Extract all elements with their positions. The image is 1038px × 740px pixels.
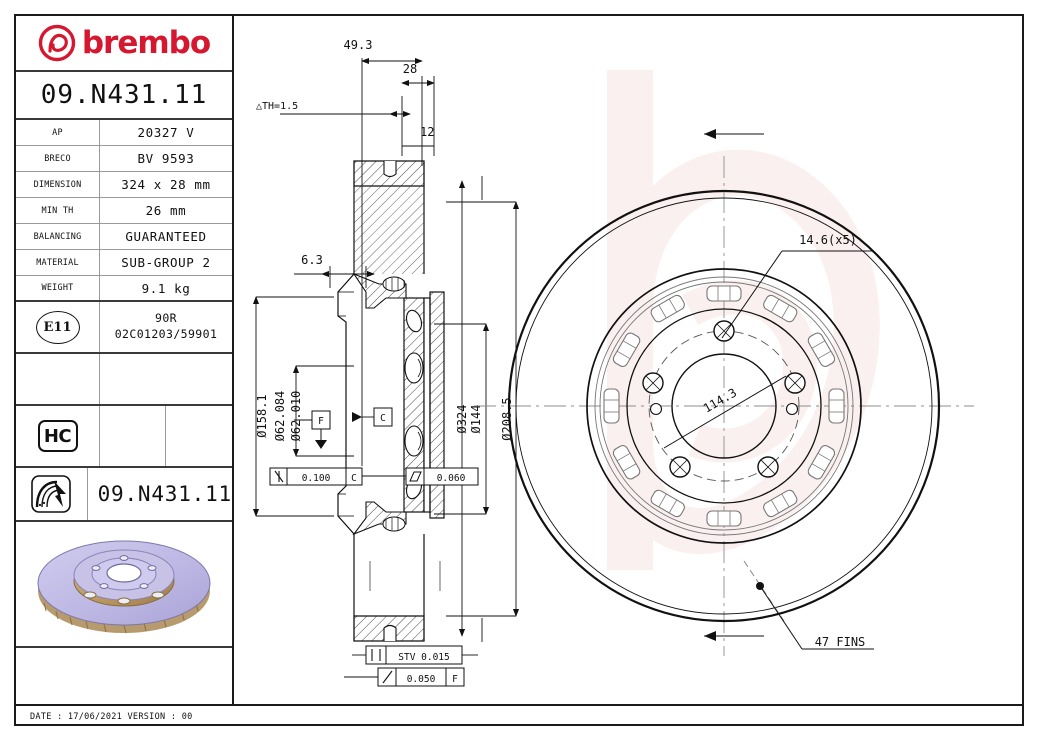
spec-value: BV 9593 xyxy=(137,151,195,166)
spec-row-balancing: BALANCING GUARANTEED xyxy=(16,224,232,250)
bolt-hole-size-label: 14.6(x5) xyxy=(799,233,857,247)
fins-label: 47 FINS xyxy=(815,635,866,649)
spec-value: GUARANTEED xyxy=(125,229,207,244)
tolerance-frame-stv: STV 0.015 xyxy=(352,645,478,665)
part-number-text: 09.N431.11 xyxy=(40,80,208,110)
tol-flatness2-value: 0.050 xyxy=(407,674,436,685)
tol-runout-value: 0.100 xyxy=(302,473,331,484)
dim-hat-diameter: Ø158.1 xyxy=(255,394,269,437)
spec-row-ap: AP 20327 V xyxy=(16,120,232,146)
datum-f-label: F xyxy=(318,416,324,427)
tolerance-frame-runout: 0.100 C xyxy=(269,467,363,486)
spec-row-breco: BRECO BV 9593 xyxy=(16,146,232,172)
bolt-holes xyxy=(642,320,806,478)
section-arrow-top xyxy=(704,129,764,139)
spec-row-material: MATERIAL SUB-GROUP 2 xyxy=(16,250,232,276)
technical-drawing-area: 49.3 28 △TH=1.5 12 xyxy=(234,16,1022,704)
blank-cell-right xyxy=(100,354,232,404)
hat-slots xyxy=(603,285,845,527)
bolt-hole xyxy=(713,320,735,342)
homologation-line1: 90R xyxy=(155,311,177,326)
frame-bottom-divider xyxy=(14,704,1024,706)
pcd-label: 114.3 xyxy=(701,385,739,415)
hc-row: HC xyxy=(16,406,232,468)
blank-cell-left xyxy=(16,354,100,404)
homologation-row: E11 90R 02C01203/59901 xyxy=(16,302,232,354)
spec-value: 9.1 kg xyxy=(141,280,191,296)
spec-row-dimension: DIMENSION 324 x 28 mm xyxy=(16,172,232,198)
section-arrow-bottom xyxy=(704,631,764,641)
dim-49-3: 49.3 xyxy=(344,38,373,52)
spec-row-min-th: MIN TH 26 mm xyxy=(16,198,232,224)
tol-stv-value: STV 0.015 xyxy=(398,652,449,663)
dim-bore-lower: Ø62.010 xyxy=(289,391,303,442)
brake-disc-pictogram-icon xyxy=(31,475,72,513)
spec-label: BRECO xyxy=(16,146,100,171)
e11-mark-icon: E11 xyxy=(35,310,80,344)
tolerance-frame-flatness-bottom: 0.050 F xyxy=(344,667,465,687)
spec-value: SUB-GROUP 2 xyxy=(121,255,211,270)
hc-middle-cell xyxy=(100,406,166,466)
brembo-logo-icon xyxy=(38,24,76,62)
homologation-mark-cell: E11 xyxy=(16,302,100,352)
bolt-hole xyxy=(757,456,779,478)
dim-12: 12 xyxy=(420,125,434,139)
hc-right-cell xyxy=(166,406,232,466)
section-view xyxy=(337,160,445,642)
hc-mark-icon: HC xyxy=(37,420,78,452)
homologation-code-cell: 90R 02C01203/59901 xyxy=(100,302,232,352)
dim-6-3: 6.3 xyxy=(301,253,323,267)
dim-outer-diameter: Ø324 xyxy=(455,405,469,434)
spec-label: MATERIAL xyxy=(16,250,100,275)
dim-28: 28 xyxy=(403,62,417,76)
spec-label: AP xyxy=(16,120,100,145)
spec-label: MIN TH xyxy=(16,198,100,223)
drawing-frame xyxy=(14,14,1024,726)
bolt-hole xyxy=(669,456,691,478)
pictogram-part-number: 09.N431.11 xyxy=(97,482,232,506)
brand-logo: brembo xyxy=(16,16,232,72)
product-photo xyxy=(16,522,232,648)
spec-value: 20327 V xyxy=(137,125,195,140)
face-view: 114.3 14.6(x5) 47 FINS xyxy=(474,156,974,656)
part-number-header: 09.N431.11 xyxy=(16,72,232,120)
datum-c: C xyxy=(352,407,393,427)
pictogram-row: 09.N431.11 xyxy=(16,468,232,522)
brake-disc-3d-image xyxy=(37,540,211,634)
tol-flatness-value: 0.060 xyxy=(437,473,466,484)
tol-runout-datum: C xyxy=(351,473,357,484)
tol-flatness2-datum: F xyxy=(452,674,458,685)
spec-row-weight: WEIGHT 9.1 kg xyxy=(16,276,232,302)
dim-thickness-variation: △TH=1.5 xyxy=(256,101,298,112)
datum-c-label: C xyxy=(380,413,386,424)
frame-vertical-divider xyxy=(232,14,234,704)
homologation-line2: 02C01203/59901 xyxy=(114,327,218,341)
spec-value: 324 x 28 mm xyxy=(121,177,211,192)
dim-bore-upper: Ø62.084 xyxy=(273,391,287,442)
spec-label: WEIGHT xyxy=(16,276,100,300)
blank-row xyxy=(16,354,232,406)
brand-name: brembo xyxy=(81,24,211,61)
tolerance-frame-flatness-mid: 0.060 xyxy=(405,467,479,486)
spec-value: 26 mm xyxy=(145,203,187,218)
spec-label: BALANCING xyxy=(16,224,100,249)
footer-date: DATE : 17/06/2021 VERSION : 00 xyxy=(30,712,193,722)
disc-pictogram-cell xyxy=(16,468,88,520)
dim-inner-diameter: Ø144 xyxy=(469,405,483,434)
bolt-hole xyxy=(642,372,664,394)
bolt-hole xyxy=(784,372,806,394)
title-block: brembo 09.N431.11 AP 20327 V BRECO BV 95… xyxy=(16,16,232,648)
spec-label: DIMENSION xyxy=(16,172,100,197)
datum-f: F xyxy=(294,410,331,449)
hc-mark-cell: HC xyxy=(16,406,100,466)
